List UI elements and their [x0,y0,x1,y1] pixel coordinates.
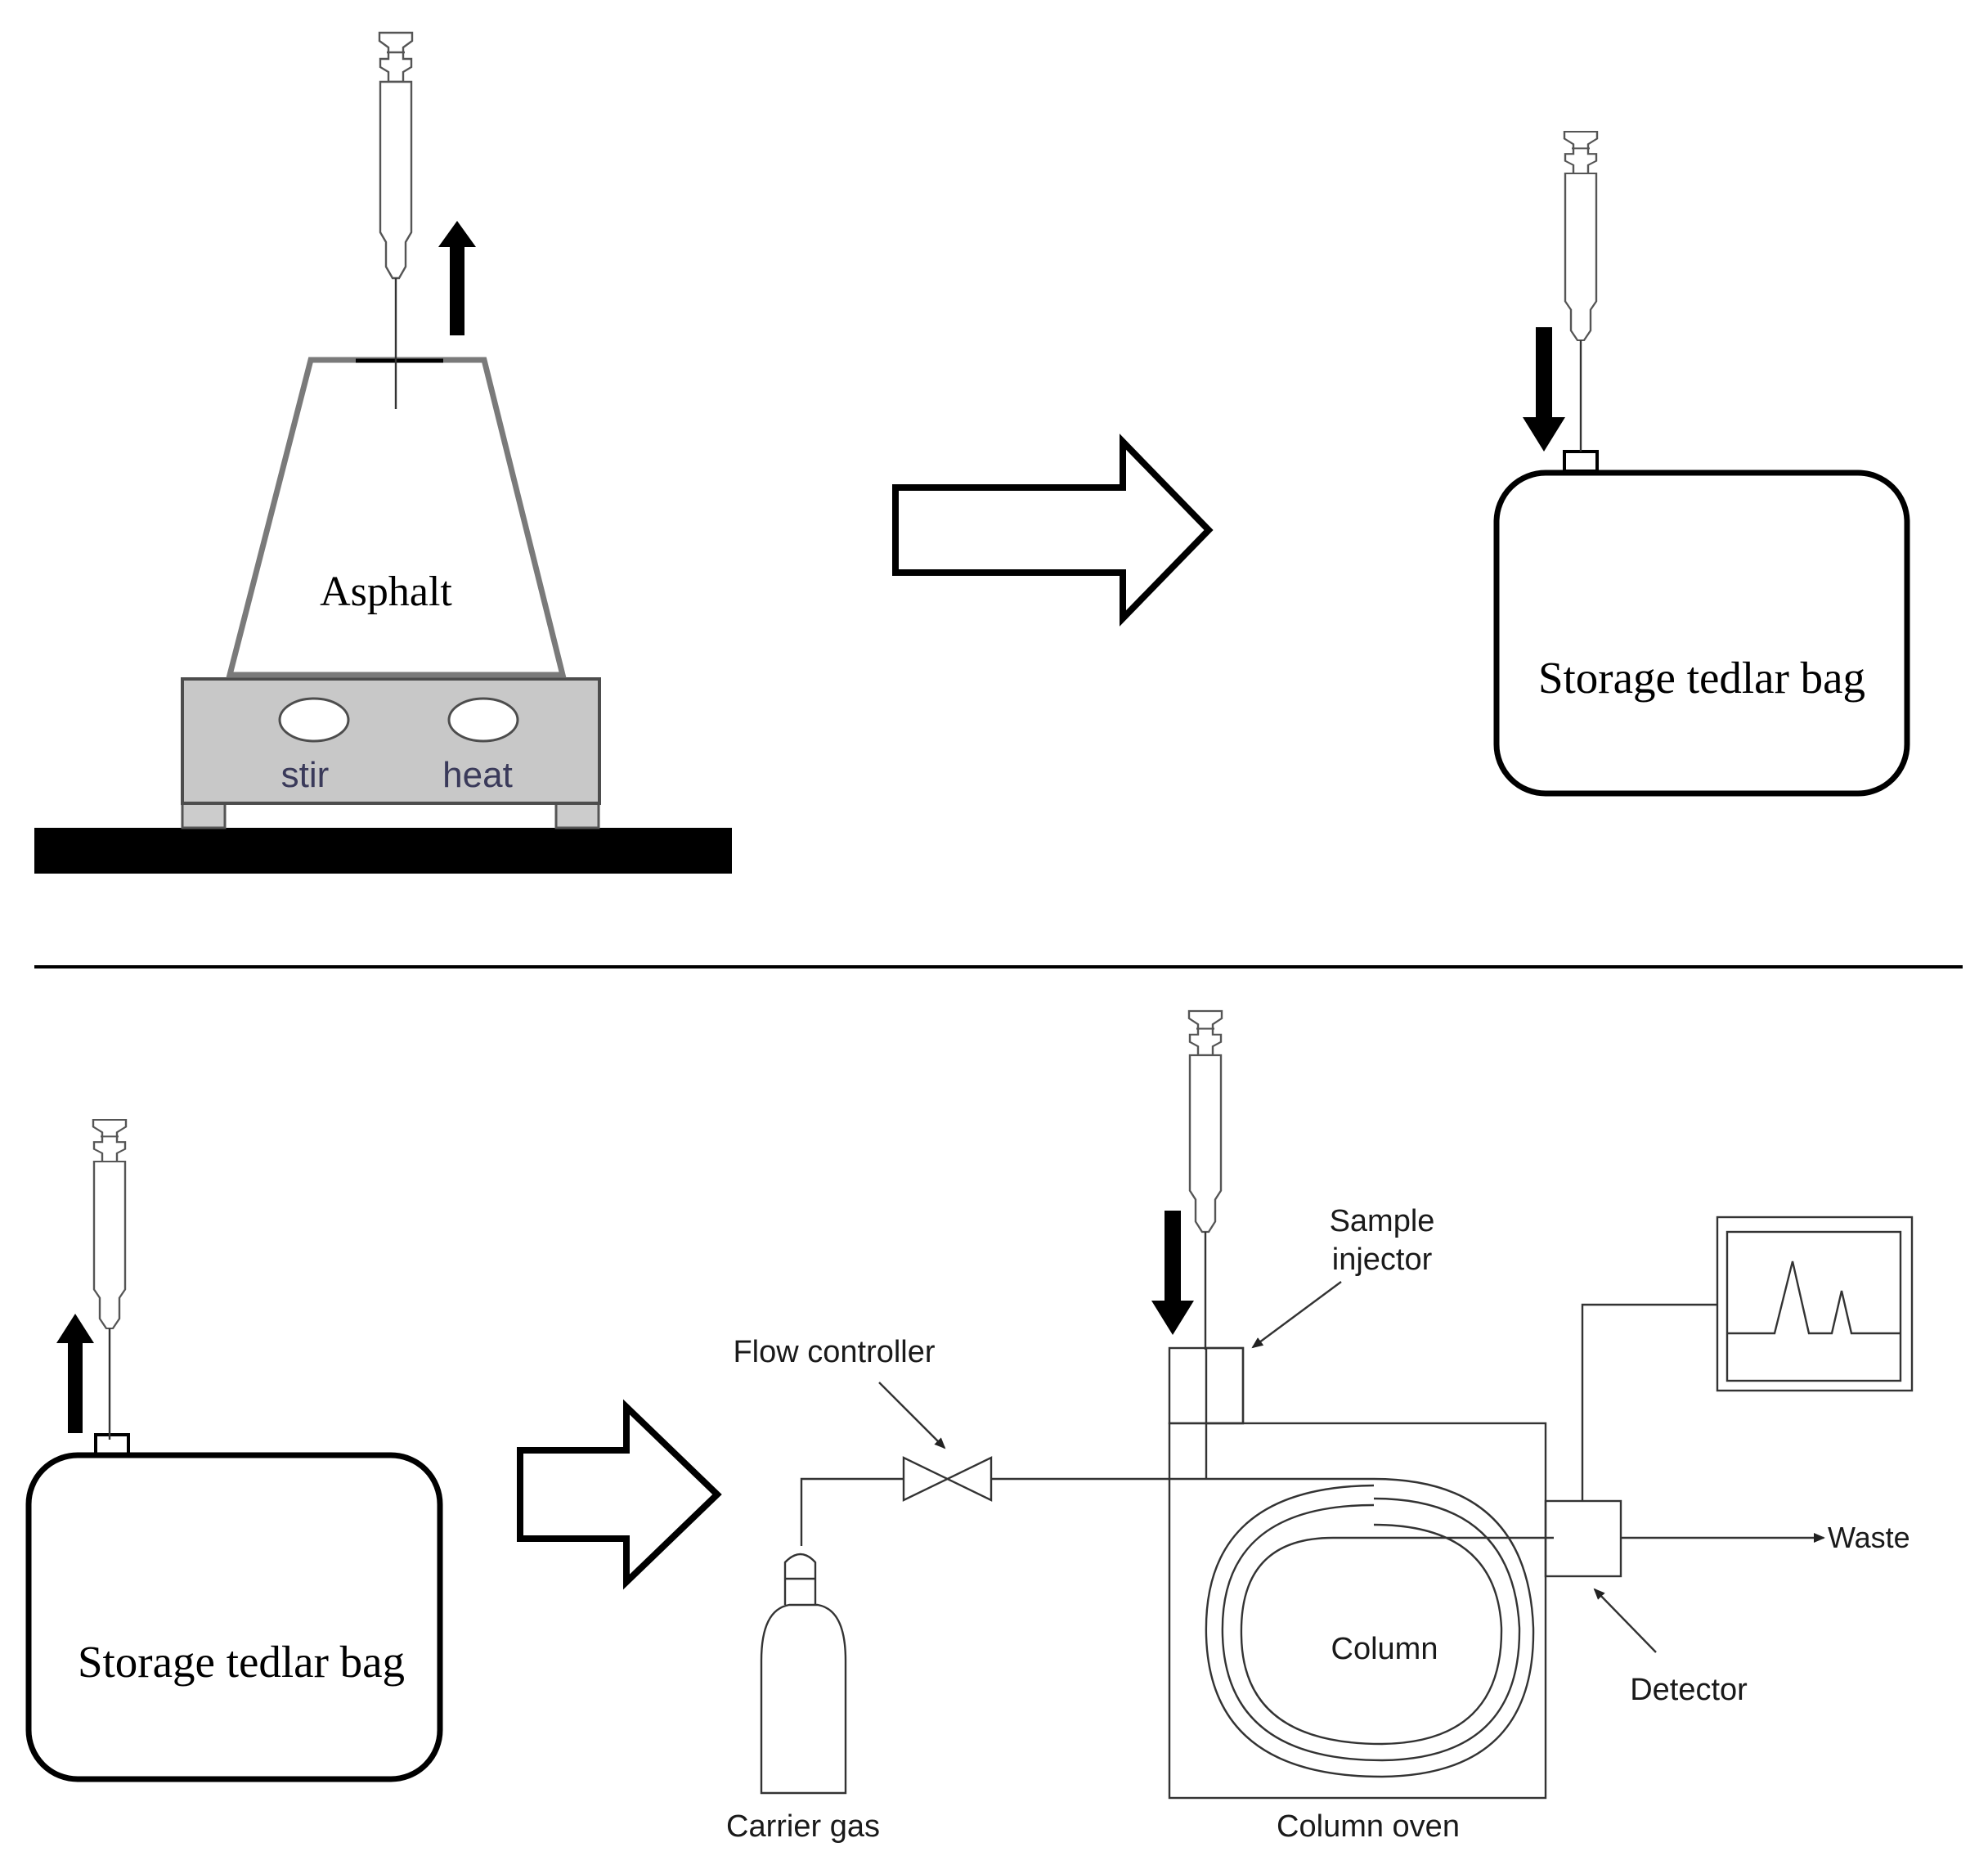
bottom-panel: Storage tedlar bag Carrier gas Flow cont… [25,1009,1914,1844]
storage-bag-top: Storage tedlar bag [1493,450,1910,797]
flow-controller-label: Flow controller [733,1335,935,1369]
syringe-icon [1563,130,1599,453]
heat-knob-icon [447,697,519,743]
chromatogram-monitor-icon [1716,1216,1914,1392]
heat-label: heat [442,755,513,795]
syringe-icon [1187,1009,1223,1351]
valve-icon[interactable] [902,1456,993,1502]
stir-knob-icon [278,697,350,743]
arrow-down-icon [1523,327,1565,452]
column-oven-label: Column oven [1277,1809,1460,1844]
arrow-down-icon [1151,1211,1194,1335]
carrier-gas-label: Carrier gas [726,1809,880,1844]
detector-label: Detector [1630,1673,1748,1707]
stir-heat-plate: stir heat [181,677,601,829]
process-arrow-icon [517,1399,722,1590]
top-panel: stir heat Asphalt Storage tedlar bag [34,31,1910,874]
sample-injector-label-line2: injector [1332,1243,1433,1277]
column-label: Column [1331,1632,1438,1666]
bench-table [34,828,732,874]
storage-bag-bottom: Storage tedlar bag [25,1433,443,1782]
arrow-up-icon [56,1314,94,1433]
gas-cylinder-icon [760,1553,847,1795]
stir-label: stir [281,755,330,795]
gas-line [800,1477,904,1546]
syringe-icon [378,31,414,411]
column-oven [1168,1346,1554,1800]
sample-injector-label-line1: Sample [1330,1204,1435,1238]
detector-box [1544,1499,1622,1578]
process-arrow-icon [892,434,1214,627]
storage-bag-label-bottom: Storage tedlar bag [78,1637,405,1687]
waste-label: Waste [1828,1521,1910,1554]
arrow-up-icon [438,221,476,335]
asphalt-label: Asphalt [320,568,452,615]
storage-bag-label-top: Storage tedlar bag [1538,653,1865,703]
syringe-icon [92,1118,128,1441]
